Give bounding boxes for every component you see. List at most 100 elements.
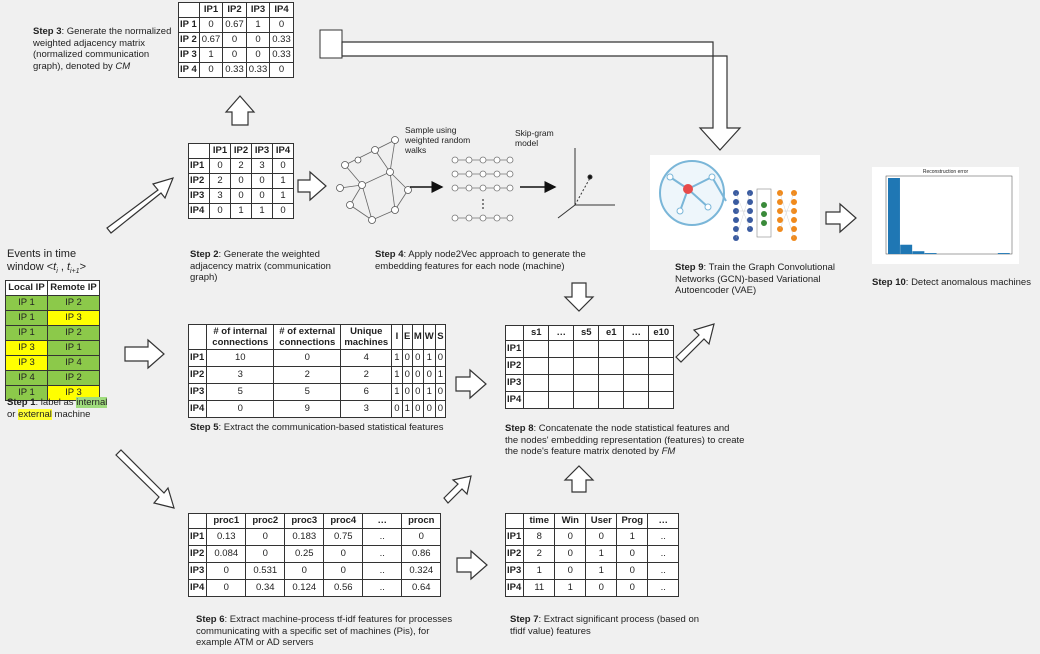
- step6-cell: 0: [323, 562, 364, 580]
- chart-title: Reconstruction error: [922, 169, 969, 175]
- step2-col-header: IP1: [209, 143, 231, 159]
- step8-empty-cell: [573, 340, 600, 358]
- events-cell-local: IP 1: [5, 295, 48, 311]
- step5-col-header: I: [391, 324, 403, 350]
- step8-empty-cell: [648, 391, 675, 409]
- step7-cell: 8: [523, 528, 556, 546]
- step2-cell: 1: [251, 203, 273, 219]
- step6-cell: ..: [362, 528, 403, 546]
- step2-cell: 2: [230, 158, 252, 174]
- arrow-step7-to-step8: [563, 465, 595, 493]
- step5-col-header: Unique machines: [340, 324, 393, 350]
- step7-cell: 0: [616, 579, 649, 597]
- step5-cell: 0: [411, 349, 424, 367]
- step8-col-header: s5: [573, 325, 600, 341]
- step2-cell: 0: [272, 158, 294, 174]
- step5-cell: 0: [434, 400, 447, 418]
- step7-cell: ..: [647, 579, 680, 597]
- step3-cell: 0.67: [222, 17, 247, 33]
- step8-row: IP3: [504, 374, 675, 392]
- step2-row-label: IP4: [188, 203, 210, 219]
- step8-empty-cell: [523, 340, 550, 358]
- step3-cell: 0: [222, 32, 247, 48]
- step3-cell: 0: [198, 62, 224, 78]
- arrow-step9-to-step10: [825, 202, 857, 234]
- step2-cell: 3: [209, 188, 231, 204]
- step5-cell: 5: [273, 383, 342, 401]
- step5-cell: 0: [411, 400, 424, 418]
- histogram-bar: [888, 178, 900, 254]
- step6-cell: 0.64: [401, 579, 442, 597]
- step5-header-row: # of internal connections# of external c…: [187, 324, 447, 350]
- events-cell-local: IP 4: [5, 370, 48, 386]
- step7-cell: 0: [554, 562, 587, 580]
- step5-row-label: IP4: [187, 400, 208, 418]
- step6-cell: ..: [362, 545, 403, 563]
- step6-cell: 0.124: [284, 579, 325, 597]
- step8-empty-cell: [573, 374, 600, 392]
- step8-empty-cell: [523, 391, 550, 409]
- arrow-step6-to-step7: [456, 549, 488, 581]
- step8-empty-cell: [523, 357, 550, 375]
- events-cell-remote: IP 1: [46, 340, 101, 356]
- step2-caption: Step 2: Generate the weighted adjacency …: [190, 249, 331, 283]
- step5-cell: 0: [434, 383, 447, 401]
- step6-col-header: proc4: [323, 513, 364, 529]
- step7-row-label: IP4: [504, 579, 525, 597]
- step8-col-header: …: [548, 325, 575, 341]
- histogram-bar: [997, 253, 1010, 254]
- histogram-bar: [900, 244, 913, 254]
- step8-col-header: s1: [523, 325, 550, 341]
- step2-col-header: [188, 143, 210, 159]
- step6-col-header: proc2: [245, 513, 286, 529]
- step2-cell: 0: [272, 203, 294, 219]
- step3-col-header: IP3: [245, 2, 271, 18]
- step5-cell: 1: [391, 349, 403, 367]
- step7-col-header: time: [523, 513, 556, 529]
- step8-empty-cell: [648, 374, 675, 392]
- events-cell-remote: IP 2: [46, 325, 101, 341]
- step5-cell: 0: [391, 400, 403, 418]
- step2-cell: 1: [272, 188, 294, 204]
- histogram-bar: [924, 253, 937, 254]
- step8-caption: Step 8: Concatenate the node statistical…: [505, 423, 745, 457]
- arrow-step3-to-step9: [319, 29, 742, 151]
- step6-cell: 0.25: [284, 545, 325, 563]
- step6-row-label: IP3: [187, 562, 208, 580]
- step3-cell: 0: [245, 47, 271, 63]
- step2-row-label: IP1: [188, 158, 210, 174]
- reconstruction-error-chart: Reconstruction error: [872, 167, 1019, 264]
- step5-col-header: S: [434, 324, 447, 350]
- step8-empty-cell: [548, 340, 575, 358]
- step6-row-label: IP4: [187, 579, 208, 597]
- step5-col-header: # of internal connections: [206, 324, 275, 350]
- step6-cell: ..: [362, 579, 403, 597]
- events-cell-local: IP 1: [5, 310, 48, 326]
- step2-cell: 1: [230, 203, 252, 219]
- step7-col-header: [504, 513, 525, 529]
- step8-row-label: IP4: [504, 391, 525, 409]
- step8-empty-cell: [623, 374, 650, 392]
- step5-cell: 1: [391, 383, 403, 401]
- step3-cell: 0.33: [269, 32, 294, 48]
- step3-cell: 0: [222, 47, 247, 63]
- step3-cell: 0: [269, 17, 294, 33]
- step5-cell: 2: [273, 366, 342, 384]
- arrow-step8-to-step9: [675, 323, 715, 363]
- step5-caption: Step 5: Extract the communication-based …: [190, 422, 444, 433]
- step5-cell: 0: [401, 349, 413, 367]
- step6-row-label: IP1: [187, 528, 208, 546]
- step3-caption: Step 3: Generate the normalized weighted…: [33, 26, 172, 72]
- step5-cell: 6: [340, 383, 393, 401]
